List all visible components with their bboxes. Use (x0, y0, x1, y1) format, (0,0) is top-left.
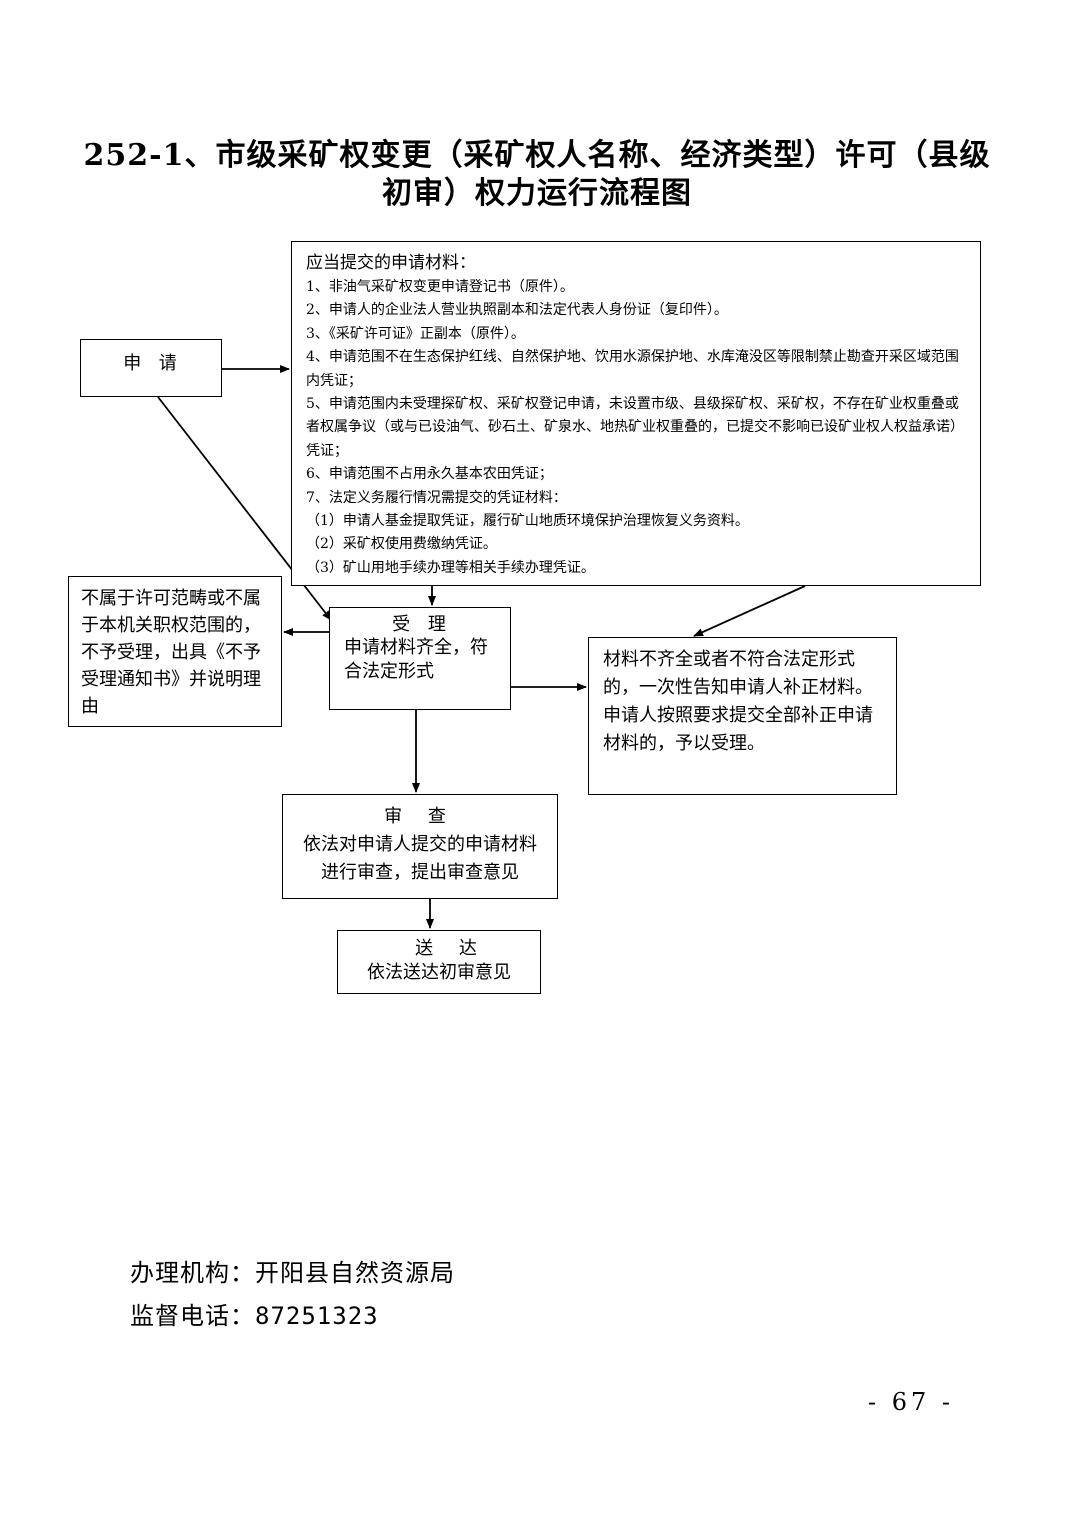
deliver-title: 送 达 (415, 938, 487, 959)
review-node: 审 查 依法对申请人提交的申请材料 进行审查，提出审查意见 (282, 794, 558, 899)
materials-item: 4、申请范围不在生态保护红线、自然保护地、饮用水源保护地、水库淹没区等限制禁止勘… (306, 349, 959, 389)
supplement-node: 材料不齐全或者不符合法定形式的，一次性告知申请人补正材料。申请人按照要求提交全部… (588, 637, 897, 795)
materials-item: （2）采矿权使用费缴纳凭证。 (306, 536, 497, 553)
materials-item: 2、申请人的企业法人营业执照副本和法定代表人身份证（复印件）。 (306, 302, 728, 319)
reject-text: 不属于许可范畴或不属于本机关职权范围的，不予受理，出具《不予受理通知书》并说明理… (81, 588, 261, 717)
deliver-desc: 依法送达初审意见 (367, 962, 511, 983)
materials-heading: 应当提交的申请材料： (306, 253, 476, 273)
page-title-line-1: 252-1、市级采矿权变更（采矿权人名称、经济类型）许可（县级 (83, 138, 991, 173)
arrow-materials-to-supplement (693, 585, 806, 637)
supplement-text: 材料不齐全或者不符合法定形式的，一次性告知申请人补正材料。申请人按照要求提交全部… (603, 649, 873, 754)
page-title-line-2: 初审）权力运行流程图 (382, 176, 692, 211)
review-desc-line-2: 进行审查，提出审查意见 (321, 862, 519, 883)
deliver-node: 送 达 依法送达初审意见 (337, 930, 541, 994)
apply-node: 申 请 (80, 339, 222, 397)
reject-node: 不属于许可范畴或不属于本机关职权范围的，不予受理，出具《不予受理通知书》并说明理… (68, 576, 282, 727)
accept-title: 受 理 (392, 614, 452, 635)
materials-item: 7、法定义务履行情况需提交的凭证材料： (306, 489, 567, 506)
accept-desc: 申请材料齐全，符合法定形式 (344, 637, 488, 682)
materials-item: 5、申请范围内未受理探矿权、采矿权登记申请，未设置市级、县级探矿权、采矿权，不存… (306, 396, 964, 459)
materials-item: （3）矿山用地手续办理等相关手续办理凭证。 (306, 559, 595, 576)
required-materials-box: 应当提交的申请材料： 1、非油气采矿权变更申请登记书（原件）。 2、申请人的企业… (291, 241, 981, 586)
apply-label: 申 请 (123, 353, 179, 374)
accept-node: 受 理 申请材料齐全，符合法定形式 (329, 607, 511, 710)
review-title: 审 查 (384, 806, 456, 827)
handling-agency: 办理机构：开阳县自然资源局 (130, 1259, 455, 1287)
materials-item: 3、《采矿许可证》正副本（原件）。 (306, 325, 525, 342)
supervision-phone: 监督电话：87251323 (130, 1302, 379, 1330)
page-number: - 67 - (868, 1388, 955, 1416)
materials-item: （1）申请人基金提取凭证，履行矿山地质环境保护治理恢复义务资料。 (306, 513, 749, 530)
materials-item: 1、非油气采矿权变更申请登记书（原件）。 (306, 279, 574, 295)
materials-item: 6、申请范围不占用永久基本农田凭证； (306, 466, 553, 483)
review-desc-line-1: 依法对申请人提交的申请材料 (303, 834, 537, 855)
